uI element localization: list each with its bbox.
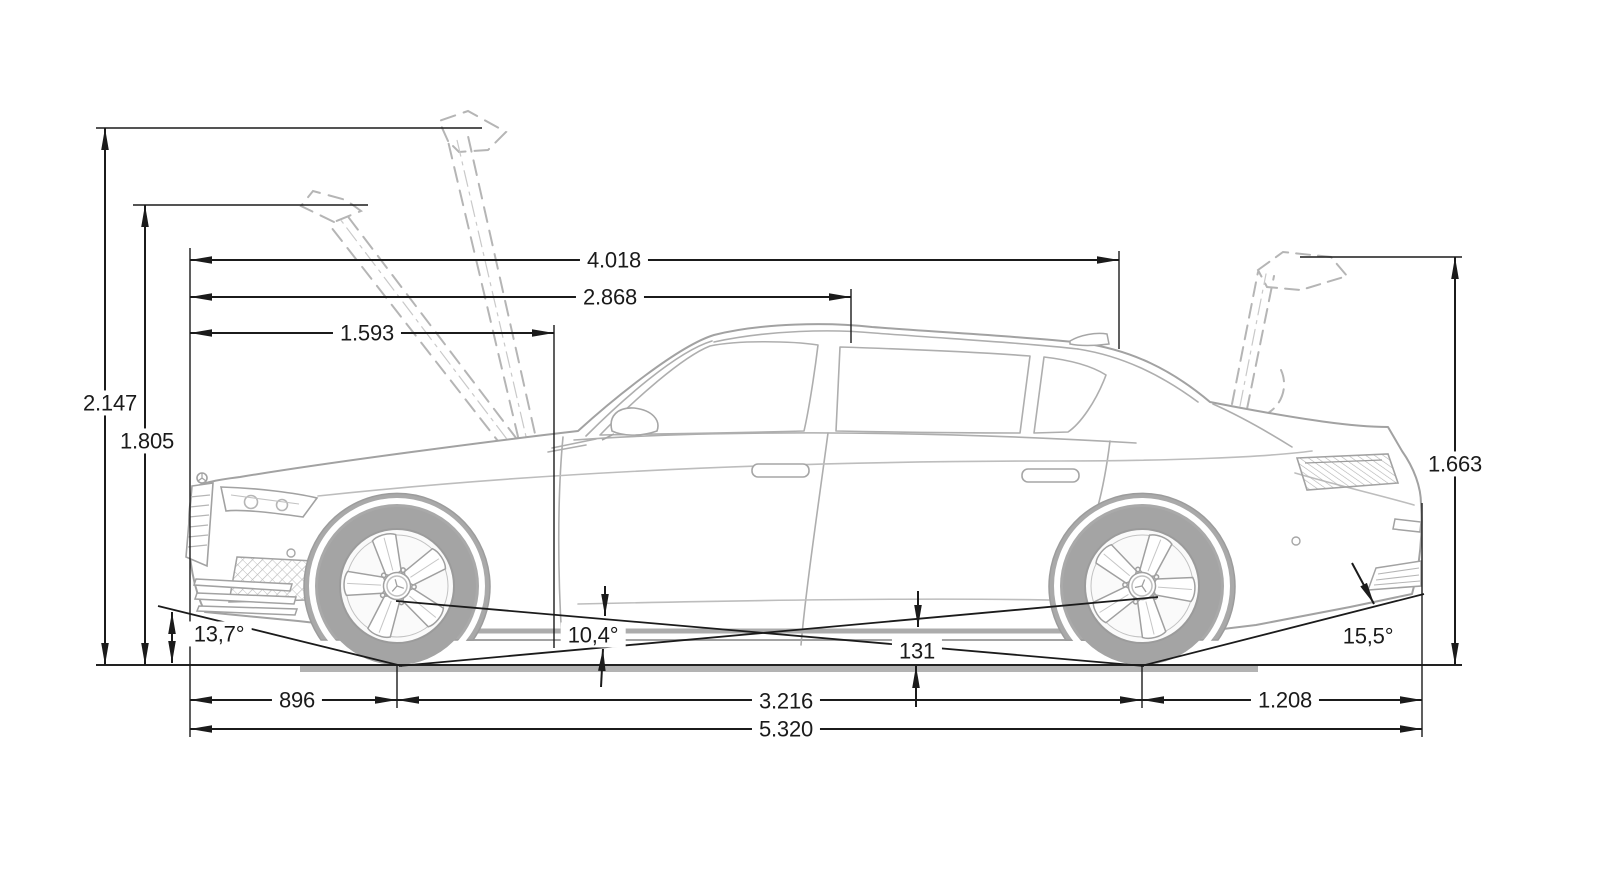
rear-wheel	[1048, 492, 1236, 674]
open-trunk-dashed	[1231, 250, 1349, 417]
car-body-details	[317, 330, 1415, 646]
dim-label-height-open-hood-max: 2.147	[75, 390, 145, 416]
dim-label-upper-length-inner: 1.593	[332, 320, 402, 346]
front-wheel	[303, 492, 491, 674]
rear-sensor-icon	[1291, 536, 1301, 546]
dim-label-height-open-hood-service: 1.805	[112, 428, 182, 454]
headlight	[220, 486, 319, 518]
rear-reflector	[1392, 518, 1422, 533]
front-door-handle	[751, 463, 810, 478]
dim-label-front-overhang: 896	[271, 687, 323, 713]
taillight	[1295, 453, 1400, 491]
dim-label-upper-length-outer: 4.018	[579, 247, 649, 273]
open-hood-dashed-max	[437, 109, 541, 463]
rear-door-handle	[1021, 468, 1080, 483]
parking-sensor-icon	[286, 548, 296, 558]
dim-label-rear-overhang: 1.208	[1250, 687, 1320, 713]
departure-angle-line	[1140, 593, 1425, 667]
ramp-angle-line-front	[398, 596, 1159, 667]
dim-label-departure-angle: 15,5°	[1335, 623, 1401, 649]
dim-label-wheelbase: 3.216	[751, 688, 821, 714]
ramp-angle-line-rear	[395, 600, 1145, 667]
dim-label-ground-clearance: 131	[891, 638, 943, 664]
dim-label-approach-angle: 13,7°	[186, 621, 252, 647]
approach-angle-line	[157, 605, 403, 667]
angle-lines	[157, 593, 1425, 667]
ground-band	[300, 666, 1258, 672]
dim-label-ramp-angle: 10,4°	[560, 622, 626, 648]
dim-label-upper-length-middle: 2.868	[575, 284, 645, 310]
grille	[185, 472, 214, 568]
side-mirror	[601, 407, 659, 441]
antenna-fin-icon	[1069, 332, 1110, 347]
dim-label-height-open-trunk: 1.663	[1420, 451, 1490, 477]
exhaust-trim	[1366, 560, 1422, 591]
dim-label-overall-length: 5.320	[751, 716, 821, 742]
